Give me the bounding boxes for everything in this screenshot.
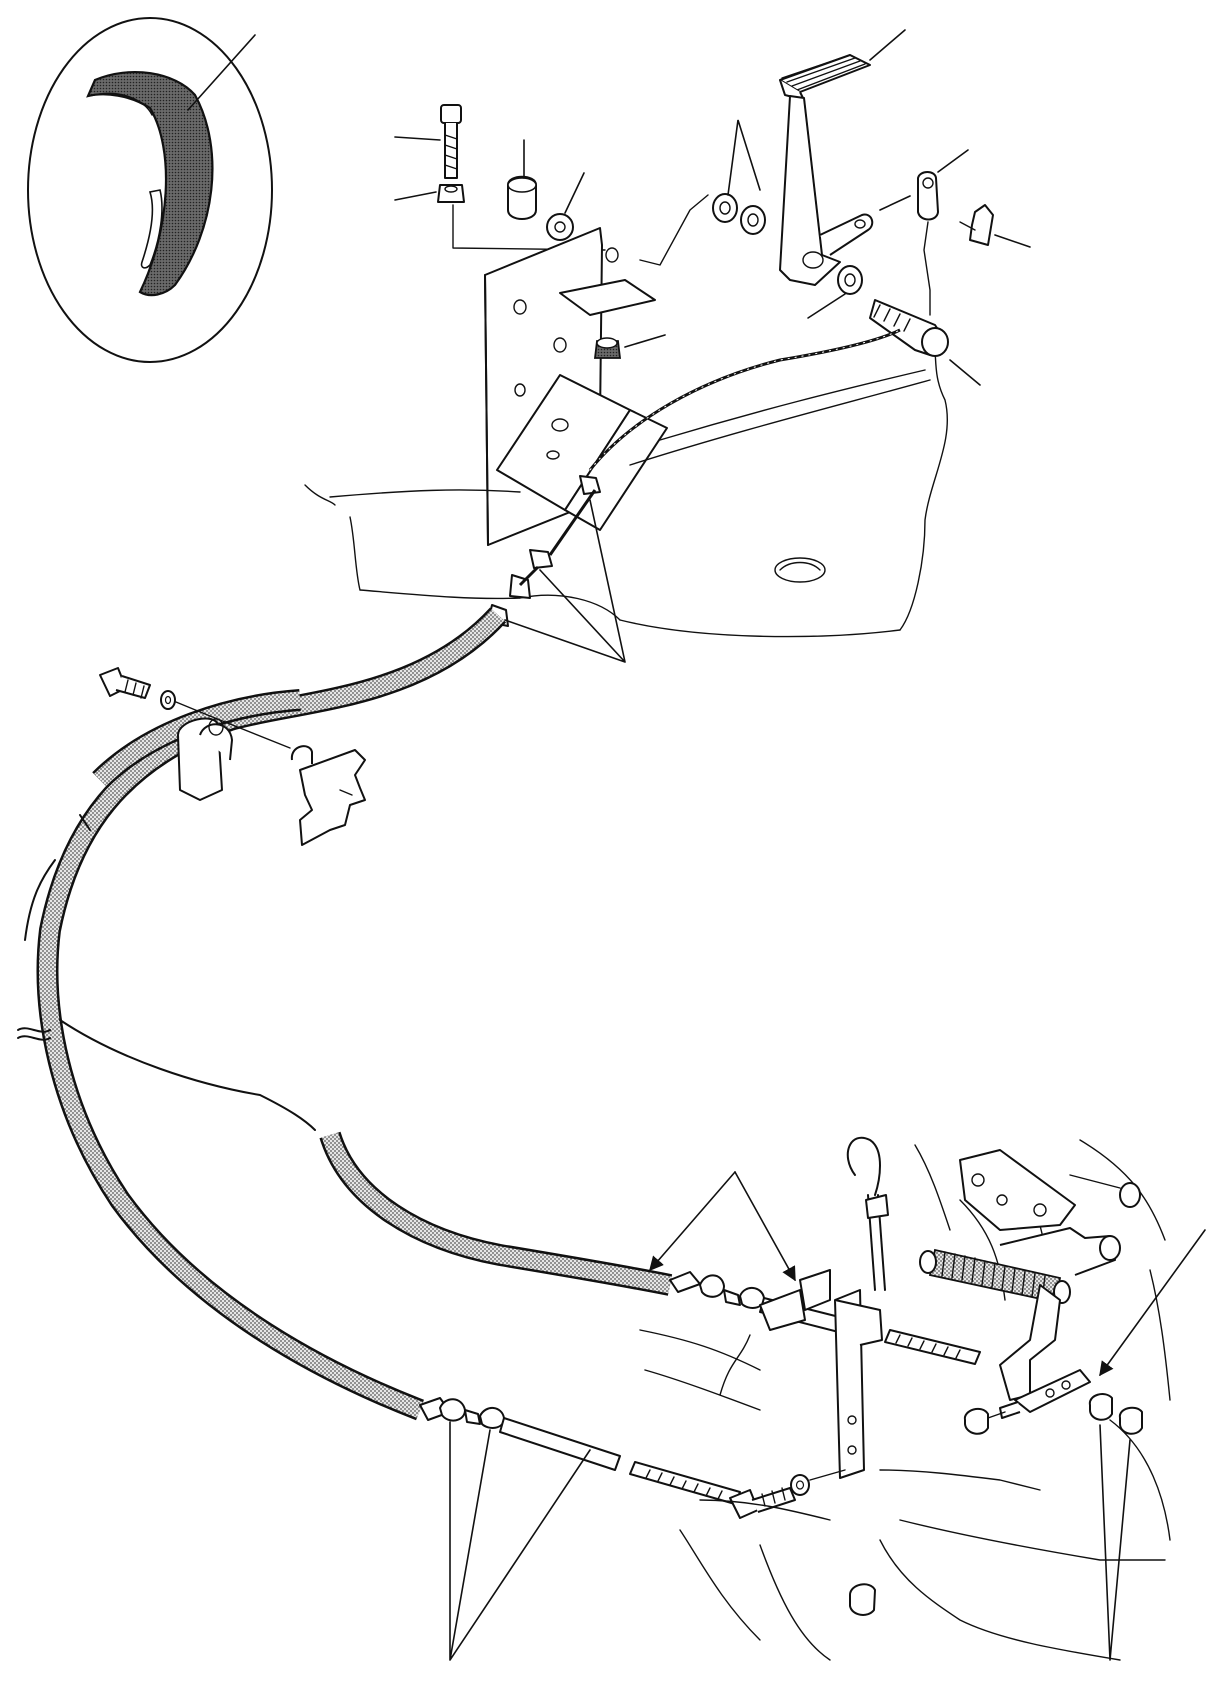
leader-washer-upper (564, 172, 585, 214)
dash-dot-axis-clamp (175, 701, 291, 749)
clevis-end (917, 171, 939, 221)
lower-inner-rod-1 (499, 1417, 621, 1471)
pedal-pad-slot (140, 189, 163, 269)
leader-bracket-nut (624, 334, 666, 348)
leader-lower-fittings (449, 1421, 591, 1661)
upper-fitting-nut-1 (699, 1274, 725, 1298)
leader-pedal-pad (187, 34, 256, 111)
lever-nut-2 (1088, 1393, 1113, 1421)
leader-pedal-washers (727, 119, 761, 196)
leader-bolt (394, 136, 441, 141)
guide-line-middle (59, 1019, 316, 1131)
governor-plate (959, 1149, 1076, 1231)
frame-mount-plate (299, 749, 366, 846)
throttle-lever-end (1014, 1369, 1091, 1413)
bracket-cap-plate (559, 279, 656, 316)
base-nut (849, 1583, 876, 1616)
leader-lever (879, 195, 911, 211)
arrow-to-cable-2 (734, 1171, 796, 1282)
cable-clamp-assembly (99, 667, 366, 846)
leader-pedal-top (869, 29, 906, 61)
leader-pivot-bolt (949, 359, 981, 386)
upper-threaded-rod (884, 1329, 981, 1365)
pedal-bracket (484, 227, 668, 546)
accelerator-pedal (639, 29, 1031, 386)
cab-floor-outline (304, 329, 949, 638)
bolt-shank (444, 123, 458, 179)
lower-fitting-nut-2 (479, 1407, 505, 1429)
arrow-to-lever (1099, 1229, 1206, 1377)
lower-fitting-nut-1 (439, 1398, 466, 1422)
lower-cable-fittings (419, 1271, 981, 1661)
pedal-pad-rubber (86, 70, 214, 297)
clamp-bolt-shank (115, 675, 151, 699)
floor-hole (774, 557, 826, 583)
engine-governor-area (639, 1136, 1171, 1661)
governor-link (999, 1227, 1116, 1276)
inset-ellipse (27, 17, 273, 363)
upper-fasteners (394, 104, 606, 251)
lever-nut-3 (1118, 1406, 1143, 1435)
pivot-bolt-head (921, 327, 949, 357)
dipstick-loop (846, 1136, 881, 1196)
clevis-rod (923, 221, 931, 316)
throttle-cable-outer-1 (36, 607, 507, 1421)
leader-lever-nuts (1099, 1424, 1131, 1661)
leader-pedal-washer-3 (807, 293, 846, 319)
assembly-arrows (649, 1171, 1206, 1377)
leader-ferrules (504, 499, 626, 663)
bolt-head (440, 104, 462, 124)
inset-pedal-pad-detail (27, 17, 273, 363)
throttle-cable-sheath-1 (39, 609, 505, 1418)
pedal-arm (779, 95, 841, 286)
leader-small-nut (394, 191, 437, 201)
retaining-clip (969, 204, 994, 246)
lever-nut (963, 1407, 989, 1435)
arrow-to-cable-1 (649, 1171, 736, 1272)
pedal-lever-arm (819, 213, 874, 256)
leader-clevis (937, 149, 969, 173)
leader-clip (994, 234, 1031, 248)
